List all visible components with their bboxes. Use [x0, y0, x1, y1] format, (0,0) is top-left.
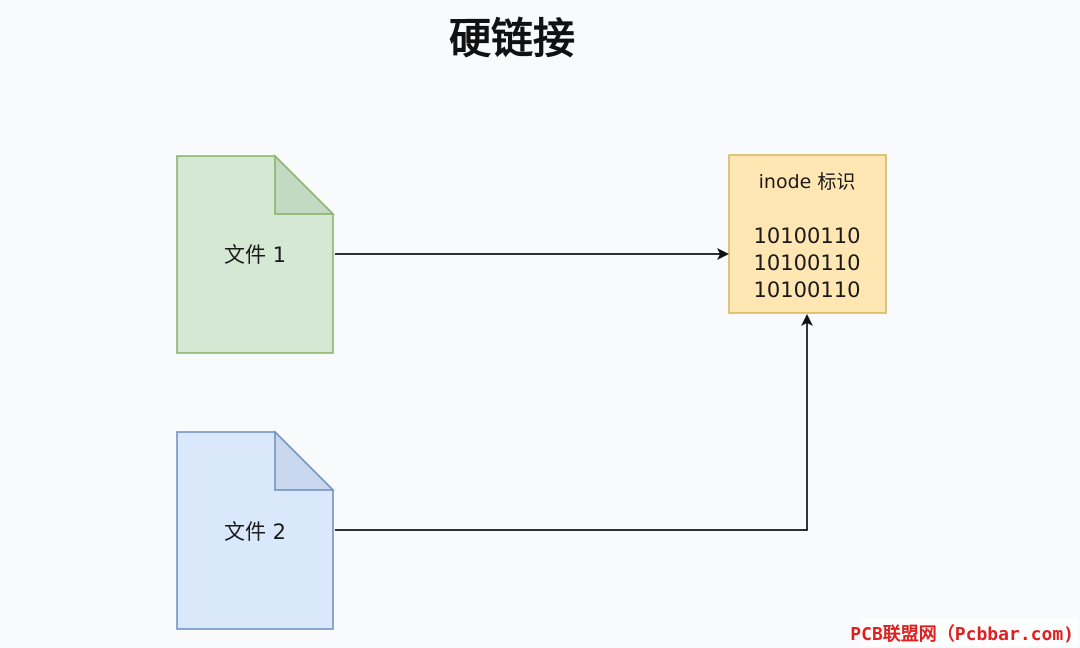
file-2-to-inode-arrow [335, 314, 813, 531]
inode-value-1: 10100110 [754, 224, 861, 248]
file-1-node: 文件 1 [176, 154, 335, 354]
file-2-label: 文件 2 [224, 520, 286, 544]
watermark-text: PCB联盟网（Pcbbar.com) [850, 624, 1074, 645]
file-2-node: 文件 2 [176, 430, 335, 630]
inode-title: inode 标识 [759, 171, 856, 193]
inode-value-2: 10100110 [754, 251, 861, 275]
file-1-label: 文件 1 [224, 243, 286, 267]
diagram-title: 硬链接 [449, 14, 575, 63]
watermark-background [860, 618, 1078, 646]
inode-node: inode 标识 10100110 10100110 10100110 [728, 154, 887, 314]
inode-box [728, 154, 887, 314]
inode-value-3: 10100110 [754, 278, 861, 302]
file-1-fold [274, 154, 335, 215]
file-2-fold [274, 430, 335, 491]
